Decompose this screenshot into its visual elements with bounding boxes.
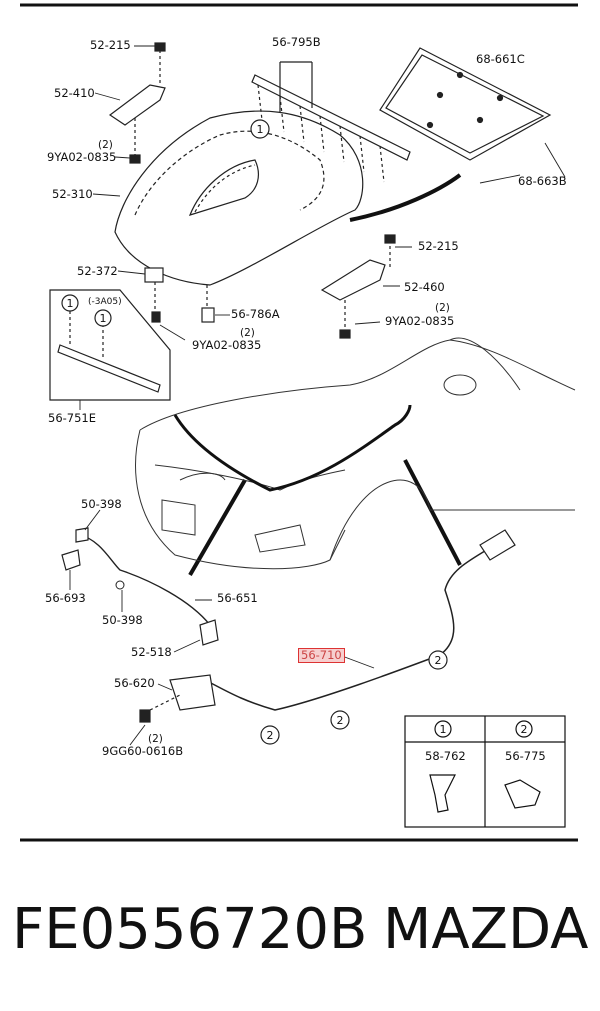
label-56-651: 56-651 [217, 591, 258, 605]
svg-text:1: 1 [440, 723, 447, 736]
label-9gg60-0616b: 9GG60-0616B [102, 744, 184, 758]
qty-9ya-c: (2) [240, 327, 255, 339]
label-50-398-bottom: 50-398 [102, 613, 143, 627]
callout-2a: 2 [435, 654, 442, 667]
leader-thick-3 [403, 459, 462, 566]
callout-circles [250, 119, 448, 745]
parts-diagram: 1 2 2 2 1 1 1 2 52-215 52-410 (2) 9YA02-… [20, 3, 578, 842]
label-52-460: 52-460 [404, 280, 445, 294]
label-56-786a: 56-786A [231, 307, 280, 321]
label-52-215-top: 52-215 [90, 38, 131, 52]
qty-9ya-a: (2) [98, 139, 113, 151]
brand-name: MAZDA [383, 897, 589, 962]
sub-cable [79, 534, 211, 626]
callout-1: 1 [257, 123, 264, 136]
label-56-693: 56-693 [45, 591, 86, 605]
label-52-518: 52-518 [131, 645, 172, 659]
label-9ya02-0835-b: 9YA02-0835 [385, 314, 455, 328]
label-9ya02-0835-c: 9YA02-0835 [192, 338, 262, 352]
label-56-795b: 56-795B [272, 35, 321, 49]
hood-stopper [201, 285, 215, 323]
qty-9gg: (2) [148, 733, 163, 745]
legend-part-58-762: 58-762 [425, 749, 466, 763]
label-9ya02-0835-a: 9YA02-0835 [47, 150, 117, 164]
callout-2b: 2 [337, 714, 344, 727]
label-3a05: (-3A05) [88, 297, 122, 307]
hood-hinge-left [108, 42, 166, 164]
car-body [135, 337, 576, 570]
label-56-620: 56-620 [114, 676, 155, 690]
leader-thick-2 [188, 478, 247, 577]
label-68-661c: 68-661C [476, 52, 525, 66]
release-handle [479, 529, 516, 561]
hood-striker [144, 267, 164, 323]
part-number: FE0556720B [12, 897, 368, 962]
clip-50-398 [115, 580, 125, 590]
release-cable [204, 544, 496, 711]
label-52-310: 52-310 [52, 187, 93, 201]
callout-numbers: 1 2 2 2 1 1 [67, 123, 442, 742]
legend-part-56-775: 56-775 [505, 749, 546, 763]
leader-thick-1 [349, 173, 462, 222]
callout-2c: 2 [267, 729, 274, 742]
svg-text:2: 2 [521, 723, 528, 736]
seal-callout-1b: 1 [100, 312, 107, 325]
label-68-663b: 68-663B [518, 174, 567, 188]
hood-panel [114, 110, 364, 286]
legend-table [404, 715, 566, 828]
hood-hinge-right [320, 234, 396, 339]
lever-56-693 [61, 527, 89, 571]
hood-insulator [379, 47, 552, 161]
label-56-751e: 56-751E [48, 411, 96, 425]
seal-callout-1: 1 [67, 297, 74, 310]
label-50-398-top: 50-398 [81, 497, 122, 511]
leader-lines [69, 45, 566, 746]
label-52-372: 52-372 [77, 264, 118, 278]
latch-assembly [139, 674, 216, 723]
legend-headers: 1 2 [440, 723, 528, 736]
weatherstrip [251, 61, 411, 183]
qty-9ya-b: (2) [435, 302, 450, 314]
label-52-215-right: 52-215 [418, 239, 459, 253]
label-56-710-highlighted: 56-710 [298, 648, 345, 663]
clip-52-518 [199, 619, 219, 646]
diagram-drawing: 1 2 2 2 1 1 1 2 [20, 3, 578, 842]
seal-detail-box [49, 289, 171, 401]
label-52-410: 52-410 [54, 86, 95, 100]
